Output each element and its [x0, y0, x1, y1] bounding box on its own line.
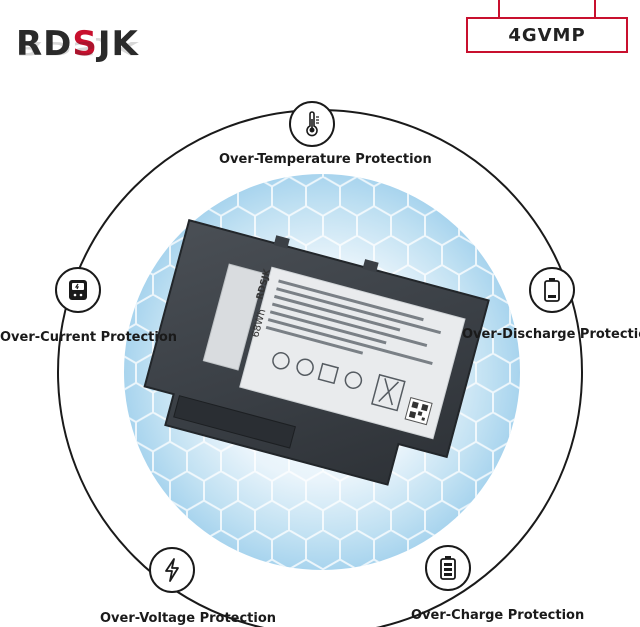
over-voltage-label: Over-Voltage Protection — [100, 611, 277, 626]
over-charge-badge — [425, 545, 471, 591]
thermometer-icon — [306, 111, 319, 137]
over-discharge-badge — [529, 267, 575, 313]
over-discharge-label: Over-Discharge Protection — [462, 327, 640, 342]
over-current-label: Over-Current Protection — [0, 330, 178, 345]
model-badge: 4GVMP — [466, 17, 628, 53]
current-meter-icon — [69, 280, 87, 300]
battery-full-icon — [440, 556, 456, 580]
over-current-badge — [55, 267, 101, 313]
battery-pack — [143, 219, 490, 486]
badge-hanger-right — [594, 0, 596, 18]
logo-text: RDSJK — [16, 24, 139, 64]
over-voltage-badge — [149, 547, 195, 593]
lightning-icon — [165, 558, 179, 582]
over-temperature-label: Over-Temperature Protection — [219, 152, 432, 167]
badge-hanger-left — [498, 0, 500, 18]
battery-low-icon — [544, 278, 560, 302]
over-charge-label: Over-Charge Protection — [411, 608, 585, 623]
model-badge-wrap: 4GVMP — [466, 0, 628, 53]
over-temperature-badge — [289, 101, 335, 147]
brand-logo: RDSJK RDSJK — [16, 22, 196, 84]
